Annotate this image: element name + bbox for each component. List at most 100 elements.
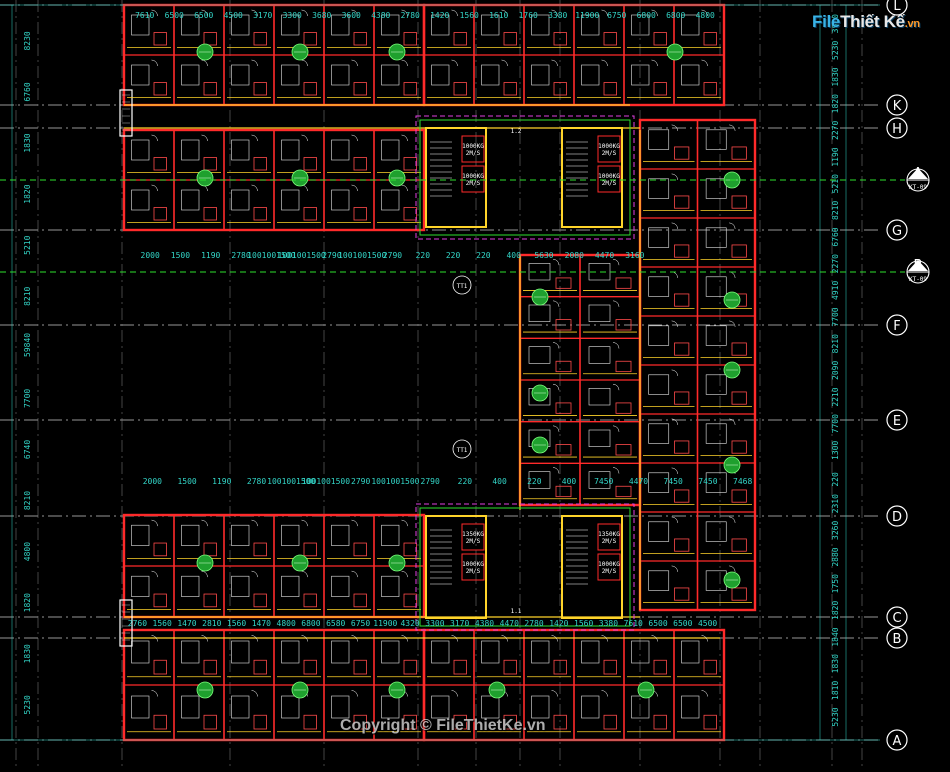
closet-outline xyxy=(353,32,367,46)
closet-outline xyxy=(555,485,572,498)
dimension-text: 2780 xyxy=(231,251,250,260)
door-swing xyxy=(612,342,620,349)
elevator-speed: 2M/S xyxy=(602,180,617,187)
bathroom-outline xyxy=(381,14,400,36)
dimension-text-vertical: 2270 xyxy=(831,254,840,273)
entry-outline xyxy=(119,599,133,647)
closet-outline xyxy=(303,714,317,730)
dimension-text-vertical: 2880 xyxy=(831,547,840,566)
axis-bubble-label: G xyxy=(892,224,902,239)
wing-bottom-upper-rooms xyxy=(127,519,421,610)
door-swing xyxy=(451,635,458,642)
door-swing xyxy=(729,565,736,572)
bathroom-outline xyxy=(331,575,350,597)
room-units-layer xyxy=(127,9,752,733)
door-swing xyxy=(671,271,678,278)
core-outline xyxy=(419,507,631,627)
door-swing xyxy=(671,418,678,425)
stair-tag-label: TT1 xyxy=(457,447,468,454)
dimension-text: 1001001500 xyxy=(302,477,350,486)
room-tag xyxy=(723,456,741,474)
door-swing xyxy=(201,134,208,142)
elevator-speed: 2M/S xyxy=(466,568,481,575)
door-swing xyxy=(671,222,678,229)
door-swing xyxy=(301,59,308,67)
closet-outline xyxy=(253,714,267,730)
closet-outline xyxy=(553,32,567,46)
bathroom-outline xyxy=(231,640,250,664)
dimension-text: 3380 xyxy=(548,11,567,20)
dimension-text: 4470 xyxy=(629,477,648,486)
logo-text-tld: .vn xyxy=(904,18,920,30)
axis-bubble-f: F xyxy=(886,314,908,336)
bathroom-outline xyxy=(331,695,350,719)
dimension-text-vertical: 7700 xyxy=(831,414,840,433)
elevator-capacity: 1000KG xyxy=(598,173,620,180)
door-swing xyxy=(201,635,208,642)
bathroom-outline xyxy=(431,695,450,719)
dimension-text-vertical: 8210 xyxy=(23,286,32,305)
door-swing xyxy=(151,519,158,527)
dimension-text: 7450 xyxy=(698,477,717,486)
bathroom-outline xyxy=(281,14,300,36)
closet-outline xyxy=(153,659,167,675)
door-swing xyxy=(201,9,208,17)
dimension-text: 2780 xyxy=(247,477,266,486)
closet-outline xyxy=(303,659,317,675)
filethietke-logo: FileThiết Kế.vn xyxy=(812,12,920,32)
bathroom-outline xyxy=(331,189,350,211)
door-swing xyxy=(251,690,258,697)
axis-bubble-b: B xyxy=(886,627,908,649)
door-swing xyxy=(401,635,408,642)
bathroom-outline xyxy=(131,575,150,597)
axis-bubble-label: H xyxy=(892,122,902,137)
door-swing xyxy=(552,300,560,307)
door-swing xyxy=(401,184,408,192)
stair-elevator-cores: 1000KG2M/S1000KG2M/S1000KG2M/S1000KG2M/S… xyxy=(415,115,635,631)
bathroom-outline xyxy=(581,695,600,719)
room-tag xyxy=(291,681,309,699)
dimension-text-vertical: 1820 xyxy=(23,184,32,203)
door-swing xyxy=(729,418,736,425)
closet-outline xyxy=(615,402,632,414)
bathroom-outline xyxy=(181,139,200,161)
dimension-text: 1190 xyxy=(212,477,231,486)
door-swing xyxy=(451,9,458,17)
dimension-text-vertical: 2270 xyxy=(831,121,840,140)
door-swing xyxy=(601,59,608,67)
bathroom-outline xyxy=(531,64,550,86)
bathroom-outline xyxy=(381,640,400,664)
stair-tag: TT1 xyxy=(452,439,472,459)
dimension-text: 2000 xyxy=(141,251,160,260)
dimension-text: 6750 xyxy=(351,619,370,628)
section-letter: A xyxy=(914,166,923,181)
closet-outline xyxy=(731,489,747,503)
closet-outline xyxy=(253,32,267,46)
door-swing xyxy=(551,690,558,697)
dimension-text: 1560 xyxy=(153,619,172,628)
bathroom-outline xyxy=(381,575,400,597)
closet-outline xyxy=(603,714,617,730)
closet-outline xyxy=(731,342,747,356)
closet-outline xyxy=(731,440,747,454)
bathroom-outline xyxy=(481,64,500,86)
bathroom-outline xyxy=(588,304,611,322)
closet-outline xyxy=(403,32,417,46)
door-swing xyxy=(552,383,560,391)
closet-outline xyxy=(203,714,217,730)
closet-outline xyxy=(703,32,717,46)
bathroom-outline xyxy=(648,276,670,297)
dimension-text: 400 xyxy=(492,477,507,486)
door-swing xyxy=(729,320,736,327)
door-swing xyxy=(351,59,358,67)
dimension-text: 6500 xyxy=(673,619,692,628)
elevator-capacity: 1000KG xyxy=(462,173,484,180)
bathroom-outline xyxy=(681,14,700,36)
dimension-text-vertical: 6760 xyxy=(23,82,32,101)
wing-spine-left-rooms xyxy=(523,258,637,500)
door-swing xyxy=(501,59,508,67)
